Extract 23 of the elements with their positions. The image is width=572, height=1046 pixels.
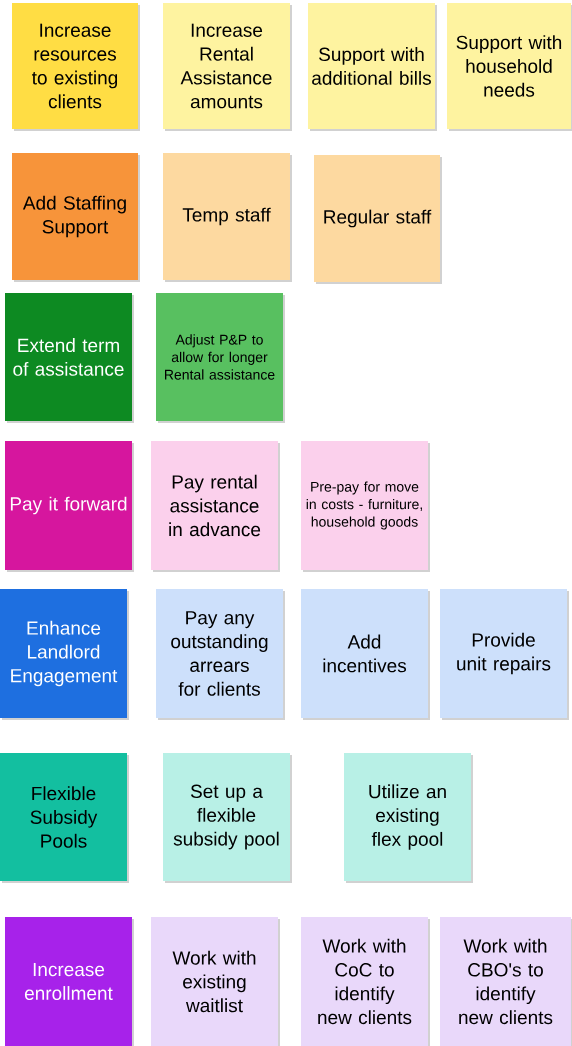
sticky-note: Utilize an existing flex pool bbox=[344, 753, 473, 883]
sticky-note: Work with existing waitlist bbox=[151, 917, 280, 1046]
sticky-note: Add Staffing Support bbox=[12, 153, 140, 282]
sticky-note: Temp staff bbox=[163, 153, 292, 282]
sticky-note: Increase enrollment bbox=[5, 917, 134, 1046]
sticky-note: Set up a flexible subsidy pool bbox=[163, 753, 292, 883]
sticky-note: Regular staff bbox=[314, 155, 442, 284]
sticky-note: Enhance Landlord Engagement bbox=[0, 589, 129, 720]
sticky-note: Pay any outstanding arrears for clients bbox=[156, 589, 285, 720]
sticky-note: Pay it forward bbox=[5, 441, 134, 572]
sticky-note: Pre-pay for move in costs - furniture, household goods bbox=[301, 441, 430, 572]
sticky-note: Work with CBO's to identify new clients bbox=[440, 917, 572, 1046]
sticky-note: Provide unit repairs bbox=[440, 589, 569, 720]
sticky-note: Support with household needs bbox=[447, 3, 572, 131]
sticky-note: Increase resources to existing clients bbox=[12, 3, 140, 131]
sticky-note: Work with CoC to identify new clients bbox=[301, 917, 430, 1046]
sticky-note: Support with additional bills bbox=[308, 3, 437, 131]
sticky-note: Add incentives bbox=[301, 589, 430, 720]
sticky-note: Increase Rental Assistance amounts bbox=[163, 3, 292, 131]
sticky-note: Adjust P&P to allow for longer Rental assistance bbox=[156, 293, 285, 423]
sticky-note: Flexible Subsidy Pools bbox=[0, 753, 129, 883]
sticky-note: Pay rental assistance in advance bbox=[151, 441, 280, 572]
sticky-note: Extend term of assistance bbox=[5, 293, 134, 423]
